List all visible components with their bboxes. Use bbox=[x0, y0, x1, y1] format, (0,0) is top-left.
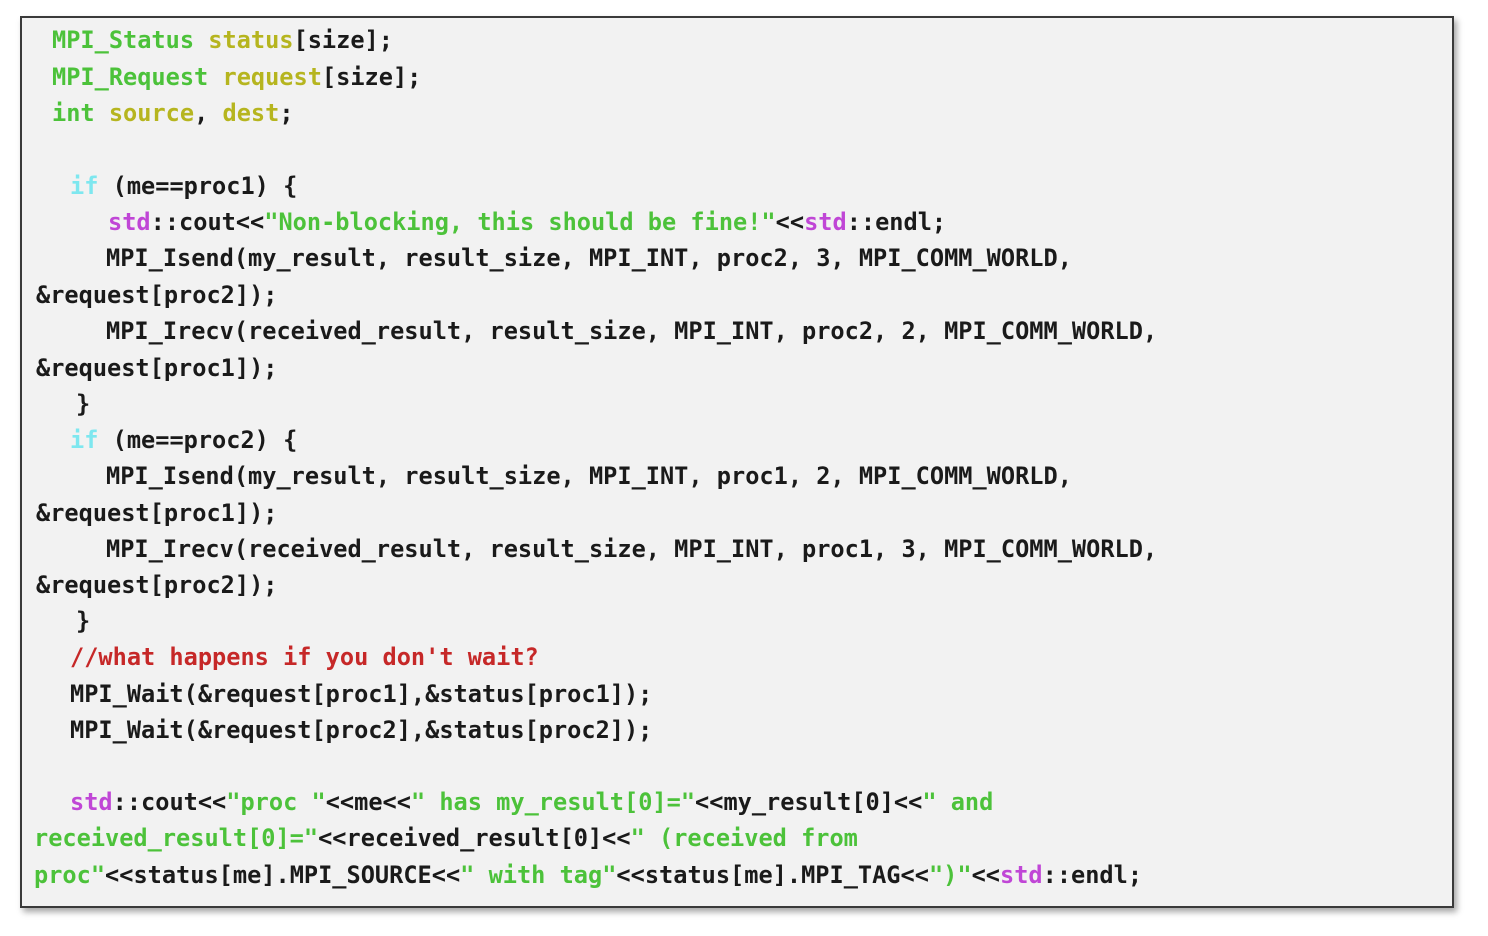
code-token: (me==proc2) { bbox=[98, 426, 298, 454]
code-token: MPI_Isend(my_result, result_size, MPI_IN… bbox=[106, 244, 1072, 272]
code-token: received_result[0]=" bbox=[34, 824, 319, 852]
code-line: std::cout<<"Non-blocking, this should be… bbox=[108, 204, 946, 240]
code-token bbox=[194, 26, 208, 54]
code-token: &request[proc2]); bbox=[36, 281, 278, 309]
code-line: MPI_Isend(my_result, result_size, MPI_IN… bbox=[106, 240, 1072, 276]
code-line: received_result[0]="<<received_result[0]… bbox=[34, 820, 858, 856]
code-token: MPI_Irecv(received_result, result_size, … bbox=[106, 535, 1158, 563]
code-token: , bbox=[194, 99, 223, 127]
code-token: ; bbox=[279, 99, 294, 127]
code-line: int source, dest; bbox=[52, 95, 294, 131]
code-token: "proc " bbox=[226, 788, 326, 816]
code-token: if bbox=[70, 426, 99, 454]
code-line: MPI_Status status[size]; bbox=[52, 22, 393, 58]
code-token: &request[proc2]); bbox=[36, 571, 278, 599]
code-token: &request[proc1]); bbox=[36, 354, 278, 382]
code-token: &request[proc1]); bbox=[36, 499, 278, 527]
code-token: "Non-blocking, this should be fine!" bbox=[264, 208, 776, 236]
code-token: MPI_Isend(my_result, result_size, MPI_IN… bbox=[106, 462, 1072, 490]
code-token: int bbox=[52, 99, 95, 127]
code-token: <<status[me].MPI_TAG<< bbox=[616, 861, 929, 889]
code-token: MPI_Wait(&request[proc1],&status[proc1])… bbox=[70, 680, 653, 708]
code-token bbox=[95, 99, 109, 127]
code-token: (me==proc1) { bbox=[98, 172, 298, 200]
code-line: MPI_Request request[size]; bbox=[52, 59, 421, 95]
code-token: std bbox=[108, 208, 151, 236]
code-token: ::endl; bbox=[1042, 861, 1143, 889]
code-token: " has my_result[0]=" bbox=[410, 788, 696, 816]
code-token: std bbox=[70, 788, 113, 816]
code-token: request bbox=[222, 63, 322, 91]
code-token: std bbox=[804, 208, 847, 236]
code-line: &request[proc2]); bbox=[36, 277, 277, 313]
code-token: << bbox=[971, 861, 1000, 889]
code-token: MPI_Irecv(received_result, result_size, … bbox=[106, 317, 1158, 345]
code-line: MPI_Wait(&request[proc1],&status[proc1])… bbox=[70, 676, 652, 712]
code-line: //what happens if you don't wait? bbox=[70, 639, 539, 675]
code-token: " (received from bbox=[630, 824, 858, 852]
code-line: if (me==proc1) { bbox=[70, 168, 297, 204]
code-token: ::cout<< bbox=[150, 208, 265, 236]
code-panel: MPI_Status status[size];MPI_Request requ… bbox=[20, 16, 1454, 908]
code-token: << bbox=[775, 208, 805, 236]
code-token bbox=[208, 63, 222, 91]
code-token: [size]; bbox=[321, 63, 422, 91]
code-line: MPI_Irecv(received_result, result_size, … bbox=[106, 531, 1157, 567]
code-token: //what happens if you don't wait? bbox=[70, 643, 539, 671]
code-token: if bbox=[70, 172, 99, 200]
code-token: ")" bbox=[928, 861, 972, 889]
code-line: &request[proc1]); bbox=[36, 495, 277, 531]
code-token: } bbox=[76, 607, 91, 635]
code-line: std::cout<<"proc "<<me<<" has my_result[… bbox=[70, 784, 993, 820]
code-token: dest bbox=[222, 99, 280, 127]
code-token: status bbox=[208, 26, 294, 54]
code-token: source bbox=[108, 99, 195, 127]
code-token: <<received_result[0]<< bbox=[318, 824, 631, 852]
code-line: } bbox=[76, 603, 90, 639]
code-line: &request[proc1]); bbox=[36, 350, 277, 386]
code-line: MPI_Irecv(received_result, result_size, … bbox=[106, 313, 1157, 349]
code-line: MPI_Isend(my_result, result_size, MPI_IN… bbox=[106, 458, 1072, 494]
code-token: MPI_Request bbox=[52, 63, 209, 91]
code-token: proc" bbox=[34, 861, 106, 889]
code-token: [size]; bbox=[293, 26, 393, 54]
code-token: ::cout<< bbox=[112, 788, 227, 816]
code-token: ::endl; bbox=[846, 208, 947, 236]
code-token: " and bbox=[922, 788, 994, 816]
code-token: } bbox=[76, 390, 91, 418]
code-token: " with tag" bbox=[460, 861, 617, 889]
code-line: MPI_Wait(&request[proc2],&status[proc2])… bbox=[70, 712, 652, 748]
code-line: &request[proc2]); bbox=[36, 567, 277, 603]
code-token: <<my_result[0]<< bbox=[695, 788, 923, 816]
code-token: MPI_Wait(&request[proc2],&status[proc2])… bbox=[70, 716, 653, 744]
code-line: proc"<<status[me].MPI_SOURCE<<" with tag… bbox=[34, 857, 1142, 893]
code-line: } bbox=[76, 386, 90, 422]
code-token: <<status[me].MPI_SOURCE<< bbox=[105, 861, 461, 889]
code-token: <<me<< bbox=[325, 788, 411, 816]
code-token: std bbox=[999, 861, 1043, 889]
code-token: MPI_Status bbox=[52, 26, 195, 54]
code-line: if (me==proc2) { bbox=[70, 422, 297, 458]
